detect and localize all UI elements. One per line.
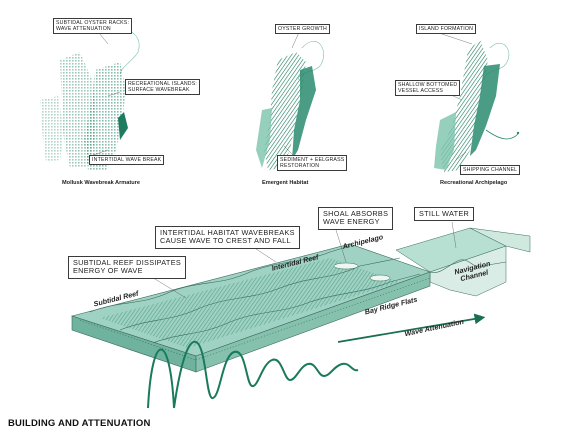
label-intertidal-wave-break: INTERTIDAL WAVE BREAK: [89, 155, 165, 165]
label-oyster-growth: OYSTER GROWTH: [275, 24, 330, 34]
label-sediment-eelgrass: SEDIMENT + EELGRASS RESTORATION: [277, 155, 348, 171]
wave-attenuation-curve: [147, 340, 359, 409]
label-recreational-islands: RECREATIONAL ISLANDS: SURFACE WAVEBREAK: [125, 79, 201, 95]
panel-archipelago-graphic: [434, 40, 520, 172]
panel-mollusk-graphic: [40, 29, 140, 170]
page-title: BUILDING AND ATTENUATION: [8, 418, 151, 429]
main-block-diagram: [70, 227, 531, 373]
label-shallow-bottomed: SHALLOW BOTTOMED VESSEL ACCESS: [395, 80, 461, 96]
label-shipping-channel: SHIPPING CHANNEL: [460, 165, 521, 175]
callout-shoal: SHOAL ABSORBS WAVE ENERGY: [318, 207, 394, 230]
callout-still-water: STILL WATER: [414, 207, 475, 222]
callout-intertidal-habitat: INTERTIDAL HABITAT WAVEBREAKS CAUSE WAVE…: [155, 226, 300, 249]
label-island-formation: ISLAND FORMATION: [416, 24, 477, 34]
caption-emergent: Emergent Habitat: [262, 180, 309, 186]
label-subtidal-oyster-racks: SUBTIDAL OYSTER RACKS: WAVE ATTENUATION: [53, 18, 133, 34]
caption-mollusk: Mollusk Wavebreak Armature: [62, 180, 140, 186]
panel-emergent-graphic: [256, 41, 324, 170]
callout-subtidal-reef: SUBTIDAL REEF DISSIPATES ENERGY OF WAVE: [68, 256, 187, 279]
caption-archipelago: Recreational Archipelago: [440, 180, 508, 186]
wave-attenuation-arrow: [337, 313, 486, 343]
